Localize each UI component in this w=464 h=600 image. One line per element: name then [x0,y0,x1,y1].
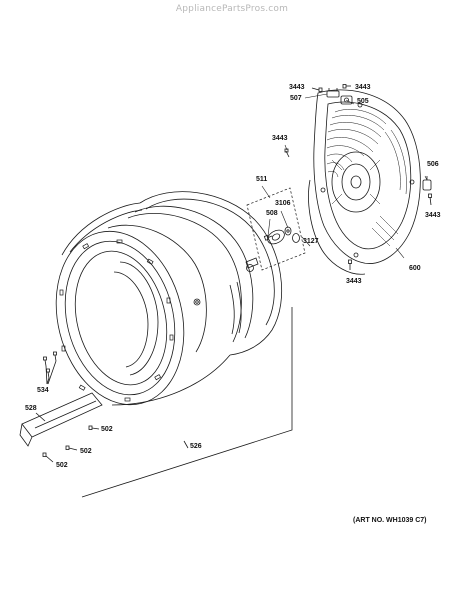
drum-top-edge-2 [69,209,143,253]
callout-3443-mid-left[interactable]: 3443 [272,135,288,142]
drum-seam-2 [236,281,242,334]
callout-3443-bottom[interactable]: 3443 [346,278,362,285]
screws-534[interactable] [43,351,57,385]
screw-502-c[interactable] [42,452,54,463]
clip-3127 [292,233,300,243]
screw-3443-top-right[interactable] [342,84,351,89]
callout-502-c[interactable]: 502 [56,462,68,469]
bearing-housing-inner [271,233,281,241]
drum-front-rim-outer [55,230,185,406]
bulkhead-flange [308,179,366,275]
callout-600[interactable]: 600 [409,265,421,272]
callout-508[interactable]: 508 [266,210,278,217]
thermostat-507-part[interactable] [326,88,340,98]
drum-interior [119,261,159,376]
bulkhead-screw-hole-bottom [353,252,359,258]
callout-502-b[interactable]: 502 [80,448,92,455]
drum-opening [74,250,168,386]
bulkhead-screw-hole-top [357,102,363,108]
drum-callout-bracket [81,307,293,498]
drum-bottom-edge [111,354,231,406]
drum-rib-2 [127,213,242,343]
bearing-housing [267,229,285,245]
bulkhead-outer [313,89,421,264]
drum-front-rim-inner [64,240,176,396]
callout-528[interactable]: 528 [25,405,37,412]
bulkhead-inner-ring [324,101,412,250]
callout-3443-top-left[interactable]: 3443 [289,84,305,91]
drum-rear-rim [139,191,282,356]
callout-leaders [261,93,428,259]
screw-502-a[interactable] [88,425,100,430]
drum-rib-3 [107,224,207,353]
bulkhead-hub-outer [331,151,381,213]
bulkhead-hub-spokes [331,159,381,205]
callout-534[interactable]: 534 [37,387,49,394]
callout-502-a[interactable]: 502 [101,426,113,433]
drum-assembly[interactable] [39,191,282,419]
bulkhead-screw-hole-left [320,187,326,193]
callout-505[interactable]: 505 [357,98,369,105]
bearing-kit-511-box[interactable] [246,187,306,271]
drum-shaft-stub [245,257,259,269]
callout-3443-top-right[interactable]: 3443 [355,84,371,91]
thermostat-506-part[interactable] [422,176,432,191]
drum-seam [229,284,235,335]
drum-top-edge [61,202,141,256]
callout-3127[interactable]: 3127 [303,238,319,245]
watermark: AppliancePartsPros.com [175,4,289,14]
drum-rear-hub-hole [246,264,254,272]
callout-526[interactable]: 526 [190,443,202,450]
art-number: (ART NO. WH1039 C7) [353,517,427,524]
drum-rib-1 [134,205,254,339]
bearing-3106 [284,226,292,236]
callout-506[interactable]: 506 [427,161,439,168]
callout-507[interactable]: 507 [290,95,302,102]
drum-interior-2 [113,271,149,368]
drum-side-hole-inner [195,300,199,304]
bulkhead-screw-hole-right [409,179,415,185]
bulkhead-hub-ring [341,163,371,201]
screw-502-b[interactable] [65,445,78,451]
callout-3106[interactable]: 3106 [275,200,291,207]
bearing-3106-center [286,229,290,233]
screw-3443-mid-left[interactable] [284,148,290,158]
bulkhead-heater-coils [326,109,407,247]
drum-side-hole [193,298,201,306]
callout-3443-right[interactable]: 3443 [425,212,441,219]
callout-511[interactable]: 511 [256,176,268,183]
drum-rear-rim-inner [145,198,275,326]
drum-rim-tabs [59,239,174,402]
screw-3443-bottom[interactable] [348,259,352,270]
bulkhead-hub-center [350,175,362,189]
thermostat-505-part[interactable] [340,95,353,105]
screw-3443-right[interactable] [428,193,432,206]
screw-3443-top-left[interactable] [311,87,323,92]
rear-bulkhead[interactable] [308,89,421,275]
drum-slide-528[interactable] [19,392,103,447]
